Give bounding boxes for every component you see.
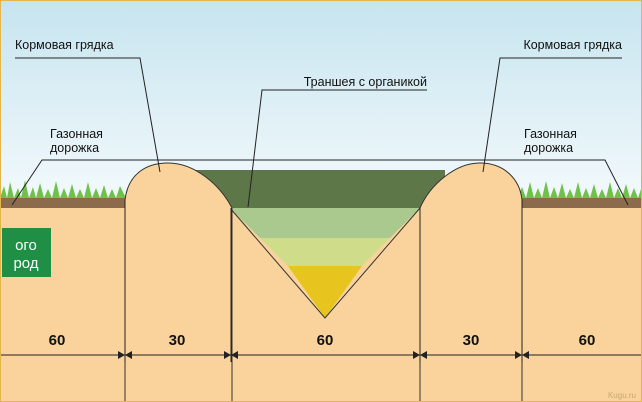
label-bed-right: Кормовая грядка	[523, 38, 622, 52]
trench-outline	[229, 207, 421, 319]
grass-right	[518, 181, 642, 208]
dimension-label: 30	[169, 332, 186, 349]
label-path-left: Газонная	[50, 127, 103, 141]
svg-text:ого: ого	[15, 237, 37, 254]
trench-layer-2	[260, 238, 390, 266]
label-trench: Траншея с органикой	[304, 75, 427, 89]
dimension-label: 60	[579, 332, 596, 349]
label-bed-left: Кормовая грядка	[15, 38, 114, 52]
logo: ого род	[2, 228, 51, 277]
watermark: Kugu.ru	[608, 391, 636, 400]
trench-top-layer	[190, 170, 445, 208]
dimension-label: 60	[317, 332, 334, 349]
dimension-label: 60	[49, 332, 66, 349]
label-path-right: дорожка	[524, 141, 573, 155]
grass-left	[0, 180, 128, 208]
dimension-guides	[0, 200, 642, 362]
trench-layer-1	[230, 208, 420, 238]
label-path-right: Газонная	[524, 127, 577, 141]
dimension-label: 30	[463, 332, 480, 349]
label-path-left: дорожка	[50, 141, 99, 155]
dimension-arrows	[118, 351, 529, 359]
leader-lines	[11, 57, 629, 208]
svg-text:род: род	[13, 255, 38, 272]
trench-layer-3	[288, 266, 362, 318]
